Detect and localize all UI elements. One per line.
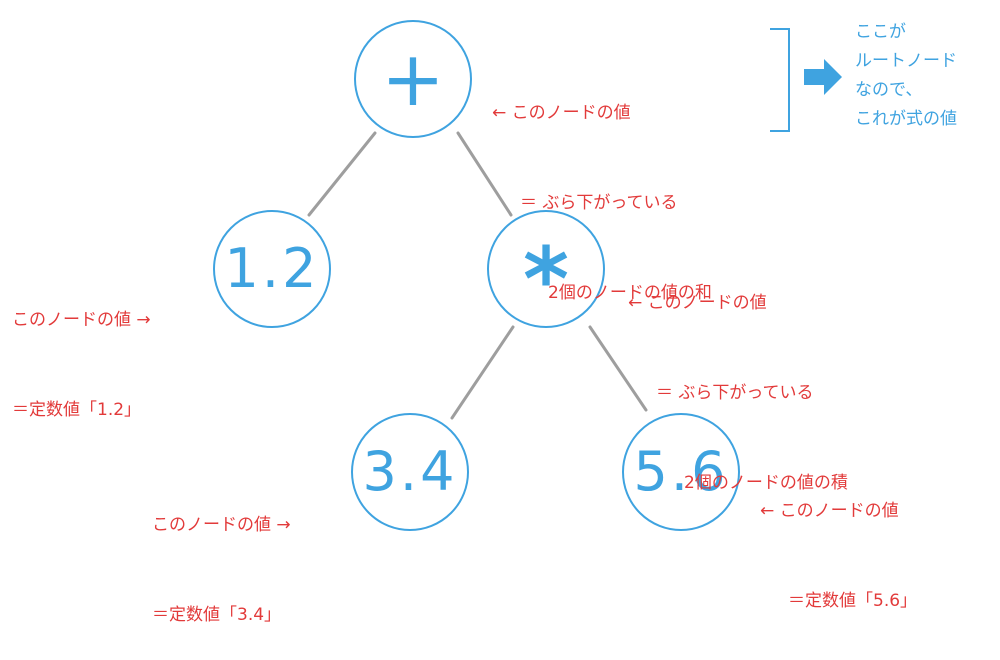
annotation-line: ＝定数値「3.4」 [152, 605, 282, 625]
root-node-explanation: ここが ルートノード なので、 これが式の値 [855, 18, 957, 134]
annotation-line: ← このノードの値 [492, 103, 631, 123]
bottom-right-leaf-annotation: ← このノードの値 ＝定数値「5.6」 [760, 436, 917, 646]
left-leaf-annotation: このノードの値 → ＝定数値「1.2」 [12, 245, 151, 455]
annotation-line: ← このノードの値 [760, 501, 899, 521]
left-leaf-label: 1.2 [224, 237, 320, 300]
bottom-left-leaf-label: 3.4 [362, 440, 458, 503]
bottom-left-leaf-node: 3.4 [351, 413, 469, 531]
annotation-line: ← このノードの値 [628, 293, 767, 313]
annotation-line: 2個のノードの値の積 [684, 473, 848, 493]
right-arrow-icon [804, 59, 842, 95]
explanation-line: なので、 [855, 80, 923, 100]
multiply-node: * [487, 210, 605, 328]
annotation-line: このノードの値 → [12, 310, 151, 330]
left-leaf-node: 1.2 [213, 210, 331, 328]
explanation-line: ルートノード [855, 51, 957, 71]
annotation-line: ＝定数値「1.2」 [12, 400, 142, 420]
tree-edges [307, 131, 648, 420]
root-node-label: + [381, 34, 445, 123]
annotation-line: ＝ ぶら下がっている [520, 193, 678, 213]
root-annotation-bracket [770, 28, 790, 132]
bottom-left-leaf-annotation: このノードの値 → ＝定数値「3.4」 [152, 450, 291, 660]
edge-root-multiply [456, 131, 513, 217]
edge-multiply-bottom-right [588, 325, 648, 412]
bottom-right-leaf-node: 5.6 [622, 413, 740, 531]
annotation-line: このノードの値 → [152, 515, 291, 535]
multiply-annotation: ← このノードの値 ＝ ぶら下がっている 2個のノードの値の積 [628, 228, 848, 528]
root-node: + [354, 20, 472, 138]
multiply-node-label: * [522, 228, 570, 331]
edge-root-left [307, 131, 377, 217]
annotation-line: ＝ ぶら下がっている [656, 383, 814, 403]
explanation-line: これが式の値 [855, 109, 957, 129]
annotation-line: ＝定数値「5.6」 [788, 591, 918, 611]
edge-multiply-bottom-left [450, 325, 515, 420]
root-annotation: ← このノードの値 ＝ ぶら下がっている 2個のノードの値の和 [492, 38, 712, 338]
annotation-line: 2個のノードの値の和 [548, 283, 712, 303]
bottom-right-leaf-label: 5.6 [633, 440, 729, 503]
explanation-line: ここが [855, 22, 906, 42]
